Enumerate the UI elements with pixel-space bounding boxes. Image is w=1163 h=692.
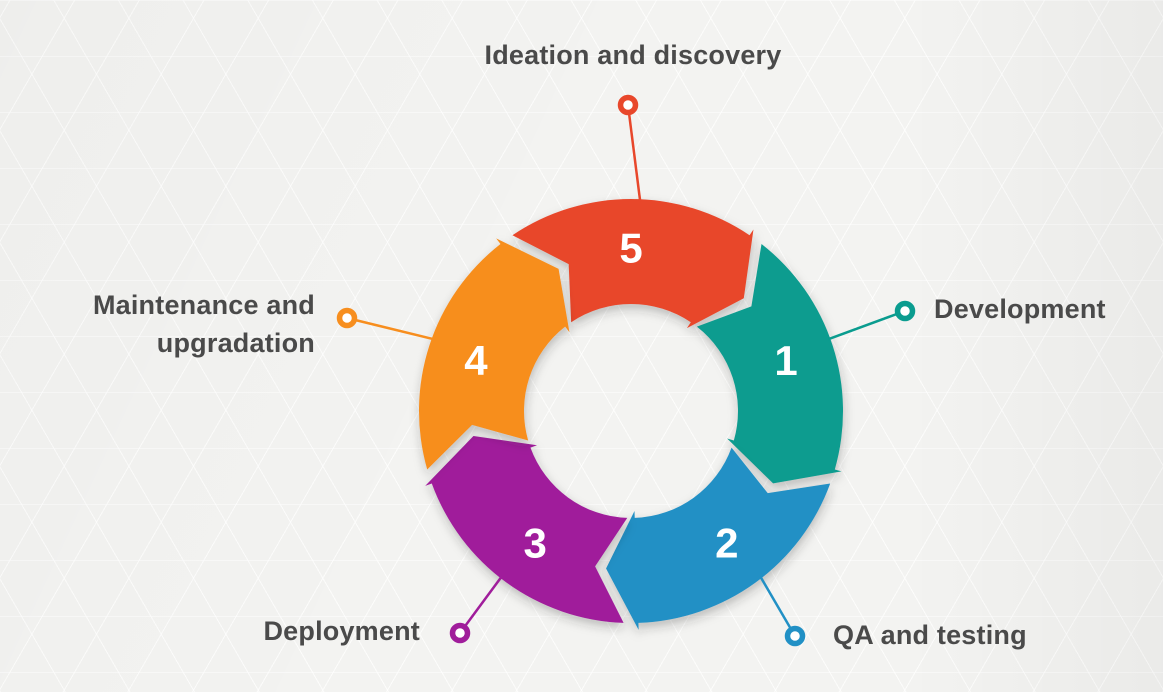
step-number-2: 2 bbox=[715, 519, 738, 566]
segment-ideation-and-discovery bbox=[512, 198, 754, 329]
callout-marker-qa-and-testing bbox=[784, 625, 806, 647]
callout-marker-maintenance-and-upgradation bbox=[336, 307, 358, 329]
callout-marker-deployment bbox=[449, 622, 471, 644]
callout-line-deployment bbox=[458, 575, 503, 634]
step-label-deployment: Deployment bbox=[263, 616, 420, 646]
segment-development bbox=[696, 243, 844, 484]
callout-marker-development bbox=[894, 300, 916, 322]
segment-deployment bbox=[425, 435, 628, 623]
callout-line-maintenance-and-upgradation bbox=[346, 316, 434, 341]
step-label-development: Development bbox=[934, 294, 1106, 324]
step-label-ideation-and-discovery: Ideation and discovery bbox=[484, 40, 782, 70]
step-number-5: 5 bbox=[619, 225, 642, 272]
callout-marker-ideation-and-discovery bbox=[617, 94, 639, 116]
step-number-4: 4 bbox=[464, 337, 488, 384]
callout-line-qa-and-testing bbox=[759, 575, 797, 637]
step-number-1: 1 bbox=[774, 337, 797, 384]
callout-line-ideation-and-discovery bbox=[626, 104, 642, 202]
step-label-maintenance-and-upgradation: Maintenance and upgradation bbox=[92, 290, 315, 358]
step-label-qa-and-testing: QA and testing bbox=[833, 620, 1027, 650]
step-number-3: 3 bbox=[524, 519, 547, 566]
callout-line-development bbox=[827, 309, 906, 341]
segment-maintenance-and-upgradation bbox=[418, 238, 570, 470]
segment-qa-and-testing bbox=[606, 447, 831, 630]
